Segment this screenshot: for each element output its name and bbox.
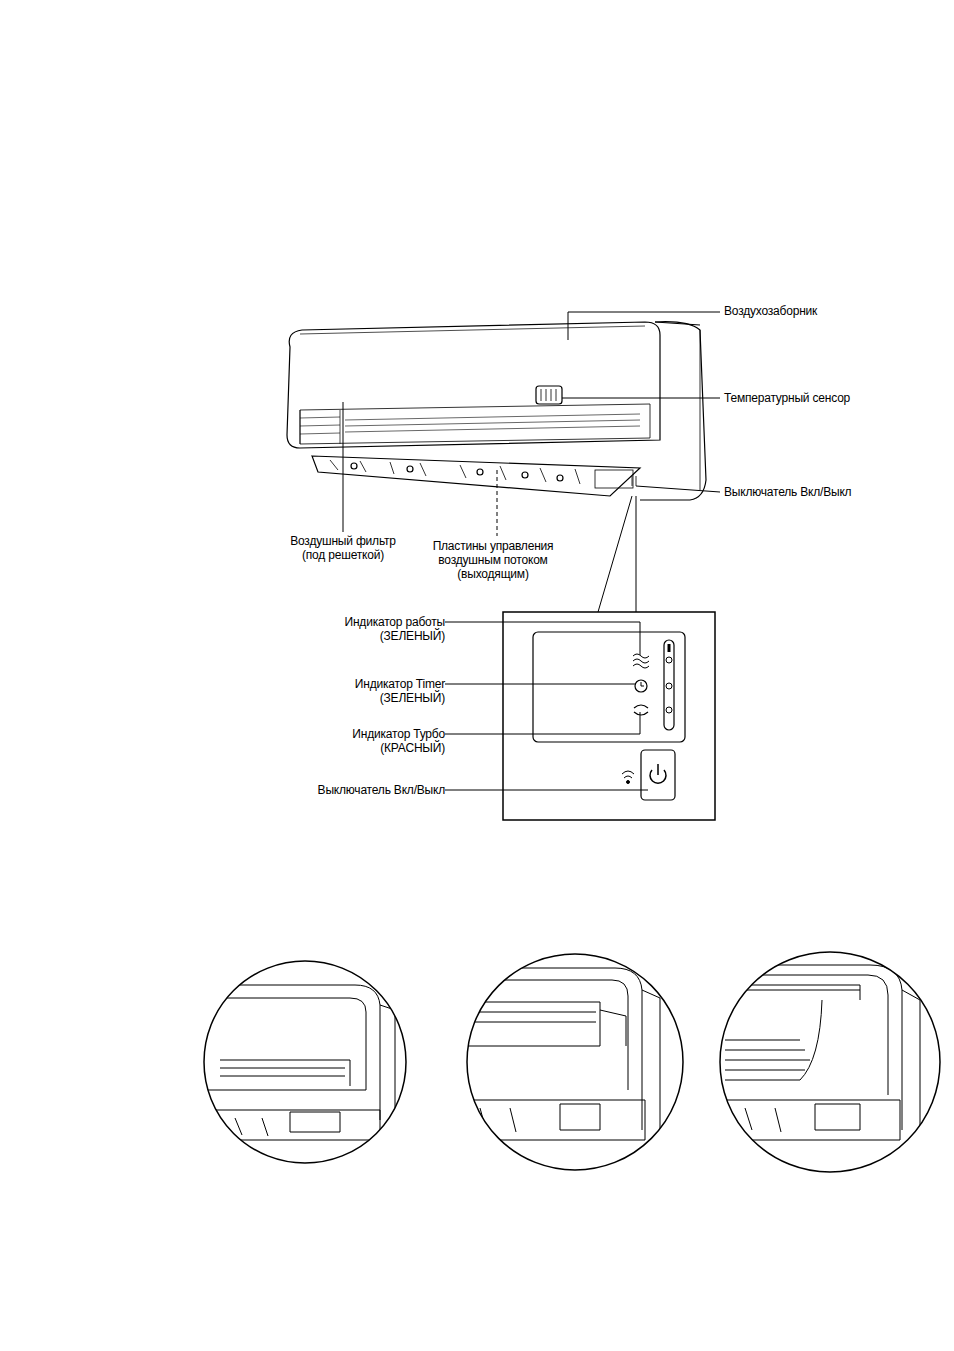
leader-line	[445, 622, 640, 655]
leader-line	[562, 398, 720, 399]
indicator-label: Индикатор Timer (ЗЕЛЕНЫЙ)	[325, 677, 445, 705]
indoor-unit	[351, 463, 357, 469]
part-label: Пластины управления воздушным потоком (в…	[420, 539, 566, 581]
control-panel-inset	[664, 640, 674, 730]
variant-circle	[720, 1100, 900, 1140]
variant-circle	[467, 954, 683, 1170]
leader-line	[497, 470, 498, 536]
variant-circle	[720, 952, 940, 1172]
control-panel-inset	[650, 764, 666, 783]
indoor-unit	[300, 414, 640, 434]
indoor-unit	[522, 472, 528, 478]
variant-circle	[220, 1060, 350, 1086]
part-label: Воздушный фильтр (под решеткой)	[282, 534, 404, 562]
variant-circle	[720, 965, 920, 1150]
variant-circle	[210, 1110, 380, 1140]
control-panel-inset	[503, 612, 715, 820]
variant-circle	[460, 1100, 645, 1140]
leader-line	[445, 790, 648, 791]
control-panel-inset	[666, 683, 672, 689]
indoor-unit	[536, 386, 562, 404]
variant-circle	[725, 985, 860, 1000]
variant-circle	[745, 1104, 860, 1132]
leader-line	[568, 312, 720, 340]
variant-circle	[480, 1104, 600, 1132]
variant-circle	[455, 1002, 600, 1046]
variant-circle	[720, 952, 940, 1172]
control-panel-inset	[641, 682, 644, 686]
variant-circle	[200, 985, 380, 1120]
indoor-unit	[655, 322, 700, 325]
indoor-unit	[632, 476, 636, 486]
control-panel-inset	[622, 771, 634, 778]
indoor-unit	[300, 410, 340, 444]
variant-circle	[902, 990, 920, 1150]
variant-circle	[725, 1000, 822, 1080]
control-panel-inset	[668, 644, 671, 652]
indoor-unit	[541, 389, 556, 401]
control-panel-inset	[627, 781, 630, 784]
variant-circle	[725, 965, 902, 1130]
indicator-label: Индикатор Турбо (КРАСНЫЙ)	[325, 727, 445, 755]
variant-circle	[455, 954, 683, 1170]
variant-circle	[204, 961, 406, 1163]
leader-line	[343, 402, 344, 532]
part-label: Выключатель Вкл/Выкл	[724, 485, 924, 499]
indicator-label: Индикатор работы (ЗЕЛЕНЫЙ)	[325, 615, 445, 643]
indoor-unit	[407, 466, 413, 472]
control-panel-inset	[533, 632, 685, 742]
variant-circle	[455, 968, 660, 1150]
leader-line	[636, 486, 720, 492]
indoor-unit	[300, 326, 645, 334]
control-panel-inset	[503, 612, 715, 820]
indoor-unit	[557, 475, 563, 481]
variant-circle	[235, 1112, 340, 1136]
indoor-unit	[312, 456, 640, 496]
control-panel-inset	[634, 705, 648, 715]
leader-line	[445, 684, 636, 685]
variant-circle	[380, 1005, 395, 1140]
control-panel-inset	[633, 654, 649, 668]
variant-circle	[460, 968, 642, 1130]
switch-label: Выключатель Вкл/Выкл	[245, 783, 445, 797]
leader-line	[343, 312, 720, 790]
leader-line	[598, 496, 636, 612]
variant-circle	[200, 961, 406, 1163]
part-label: Воздухозаборник	[724, 304, 924, 318]
control-panel-inset	[666, 707, 672, 713]
indoor-unit	[700, 330, 701, 490]
indoor-unit	[595, 470, 633, 488]
control-panel-inset	[641, 750, 675, 800]
variant-circle	[200, 985, 395, 1140]
control-panel-inset	[635, 680, 647, 692]
part-label: Температурный сенсор	[724, 391, 924, 405]
control-panel-inset	[666, 657, 672, 663]
leader-line	[445, 712, 640, 734]
indoor-unit	[477, 469, 483, 475]
indoor-unit	[300, 404, 650, 444]
indoor-unit	[330, 460, 580, 484]
variant-circle	[600, 1010, 626, 1046]
